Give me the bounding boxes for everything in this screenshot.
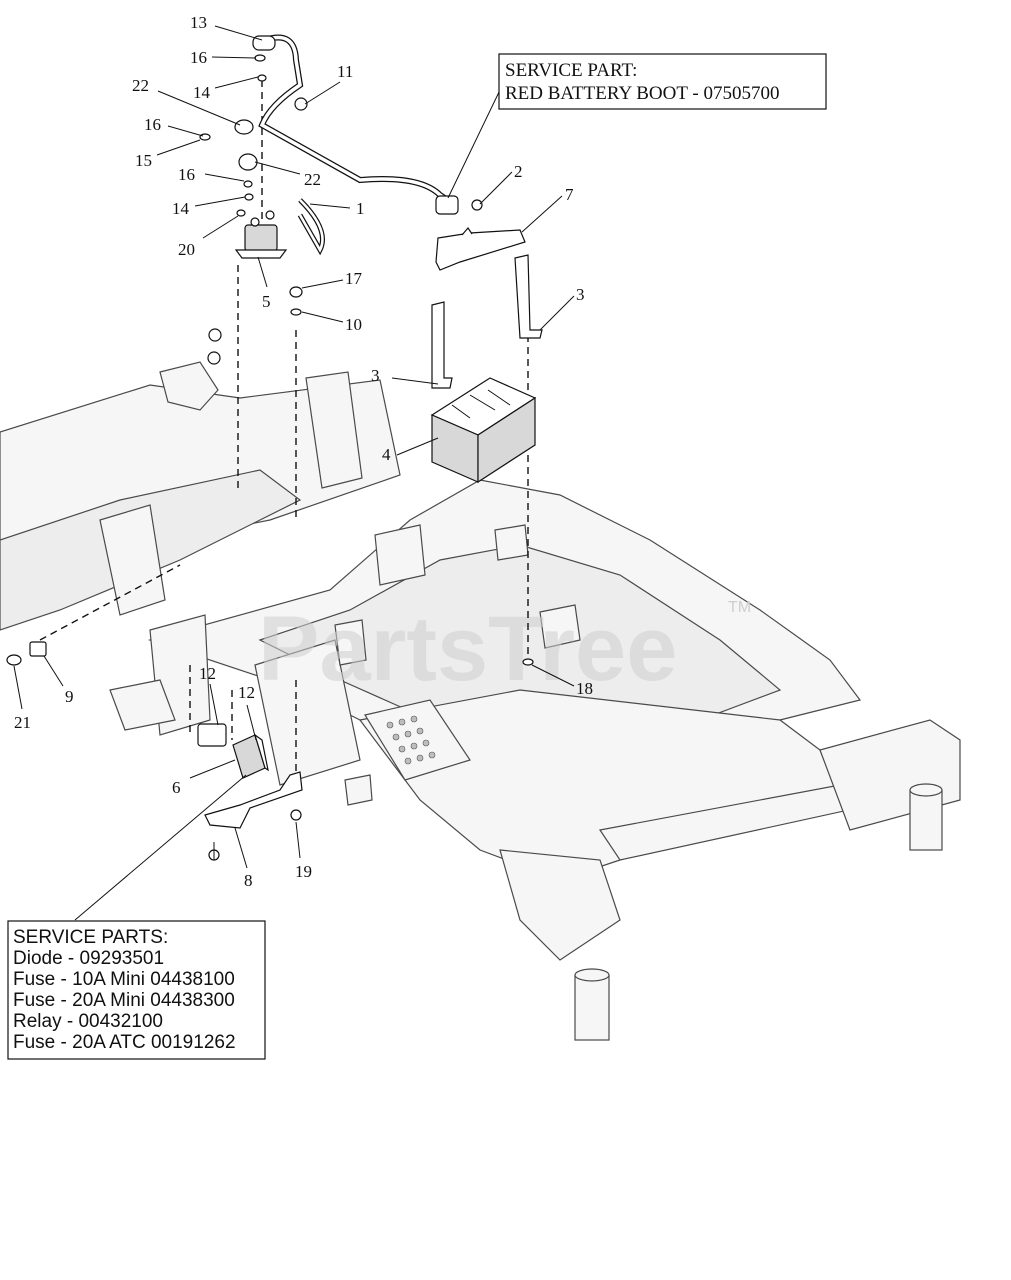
connector-9 xyxy=(29,641,47,657)
callout-19: 19 xyxy=(295,862,312,881)
service-parts-item: Fuse - 20A Mini 04438300 xyxy=(13,990,235,1011)
callout-8: 8 xyxy=(244,871,253,890)
service-parts-item: Diode - 09293501 xyxy=(13,948,164,969)
callout-3: 3 xyxy=(371,366,380,385)
callout-22: 22 xyxy=(304,170,321,189)
service-part-item: RED BATTERY BOOT - 07505700 xyxy=(505,83,779,104)
service-part-box: SERVICE PART: RED BATTERY BOOT - 0750570… xyxy=(498,53,827,110)
battery-hold-down-bar xyxy=(435,227,526,271)
callout-14: 14 xyxy=(193,83,211,102)
callout-13: 13 xyxy=(190,13,207,32)
callout-5: 5 xyxy=(262,292,271,311)
callout-18: 18 xyxy=(576,679,593,698)
callout-2: 2 xyxy=(514,162,523,181)
callout-6: 6 xyxy=(172,778,181,797)
hardware-small xyxy=(6,54,534,666)
alignment-lines xyxy=(39,80,529,790)
service-parts-box: SERVICE PARTS: Diode - 09293501 Fuse - 1… xyxy=(7,920,266,1060)
battery-strap-left xyxy=(431,301,453,389)
callout-20: 20 xyxy=(178,240,195,259)
relay-bracket xyxy=(204,771,303,861)
callout-17: 17 xyxy=(345,269,363,288)
watermark-trademark: TM xyxy=(728,599,751,616)
callout-11: 11 xyxy=(337,62,353,81)
callout-21: 21 xyxy=(14,713,31,732)
watermark-text: PartsTree xyxy=(258,598,677,700)
callout-14: 14 xyxy=(172,199,190,218)
callout-16: 16 xyxy=(178,165,195,184)
battery-strap-right xyxy=(514,254,543,339)
callout-numbers: 13 16 14 22 11 16 15 16 22 14 1 20 5 2 7… xyxy=(14,13,593,890)
callout-7: 7 xyxy=(565,185,574,204)
battery-terminal-boots xyxy=(234,35,483,215)
service-part-title: SERVICE PART: xyxy=(505,60,637,81)
mower-frame xyxy=(0,361,961,1041)
service-parts-item: Fuse - 20A ATC 00191262 xyxy=(13,1032,236,1053)
callout-16: 16 xyxy=(144,115,161,134)
leader-lines xyxy=(13,25,575,921)
callout-16: 16 xyxy=(190,48,207,67)
callout-15: 15 xyxy=(135,151,152,170)
fuse-block xyxy=(197,723,269,779)
callout-22: 22 xyxy=(132,76,149,95)
battery xyxy=(430,377,537,484)
battery-cable xyxy=(258,34,457,256)
step-plate-holes xyxy=(386,715,436,765)
callout-9: 9 xyxy=(65,687,74,706)
service-parts-item: Relay - 00432100 xyxy=(13,1011,163,1032)
service-parts-item: Fuse - 10A Mini 04438100 xyxy=(13,969,235,990)
service-parts-title: SERVICE PARTS: xyxy=(13,927,168,948)
solenoid xyxy=(234,210,288,259)
watermark: PartsTree TM xyxy=(258,598,751,700)
callout-12: 12 xyxy=(238,683,255,702)
callout-1: 1 xyxy=(356,199,365,218)
callout-3: 3 xyxy=(576,285,585,304)
callout-4: 4 xyxy=(382,445,391,464)
callout-12: 12 xyxy=(199,664,216,683)
callout-10: 10 xyxy=(345,315,362,334)
